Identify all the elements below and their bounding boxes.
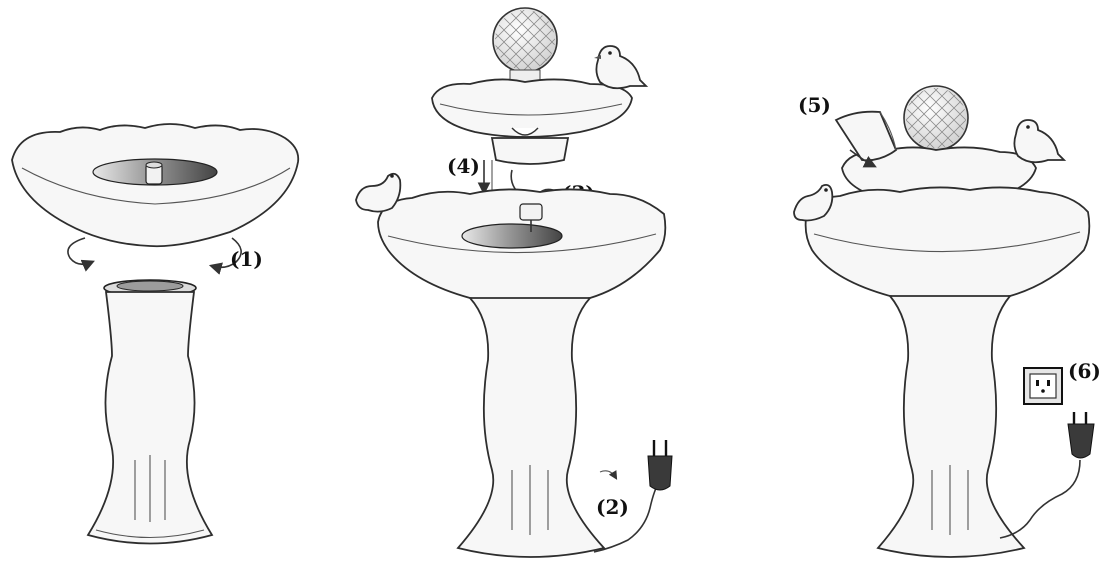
lower-basin-final [806,187,1090,302]
bird-figure-lower [356,174,400,212]
pedestal-assembled [458,298,604,557]
plug-arrow-icon [600,471,616,478]
bird-figure-upper-final [1014,120,1064,162]
step5-6-group: (5) (6) [794,86,1101,557]
step-5-label: (5) [798,93,831,117]
wall-socket-icon [1024,368,1062,404]
pedestal-base [88,280,212,544]
pedestal-final [878,296,1024,557]
upper-tier-bowl [432,79,632,164]
bowl-top-basin [12,124,298,246]
step1-group: (1) [12,124,298,544]
glass-globe-final [904,86,968,150]
step-2-label: (2) [596,495,629,519]
rotate-arrow-left-icon [68,238,92,264]
pump-unit [520,204,542,220]
pump-plate-2 [462,224,562,248]
bird-figure-upper [594,46,646,88]
power-plug-final [1000,412,1094,538]
step-4-label: (4) [447,154,480,178]
lower-basin [378,189,665,304]
lift-arrow-icon [484,160,492,192]
step-1-label: (1) [230,247,263,271]
glass-globe [493,8,557,90]
water-jug-icon [836,112,896,161]
step2-4-group: (4) (3) (2) [356,8,672,557]
step-6-label: (6) [1068,359,1101,383]
